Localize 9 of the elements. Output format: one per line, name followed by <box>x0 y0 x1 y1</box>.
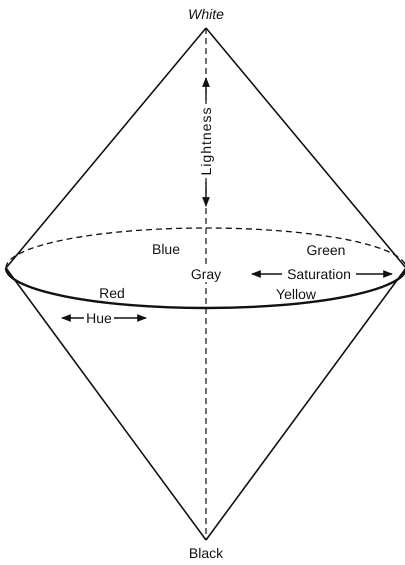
hue-label: Blue <box>152 241 180 257</box>
hue-label: Green <box>306 242 346 258</box>
apex-label: Black <box>188 545 224 561</box>
hue-label: Red <box>99 285 125 301</box>
hue-label: Yellow <box>276 286 316 302</box>
apex-label: White <box>188 6 224 22</box>
center-label: Gray <box>188 266 224 282</box>
axis-label: Hue <box>86 310 112 326</box>
axis-label: Saturation <box>287 266 351 282</box>
